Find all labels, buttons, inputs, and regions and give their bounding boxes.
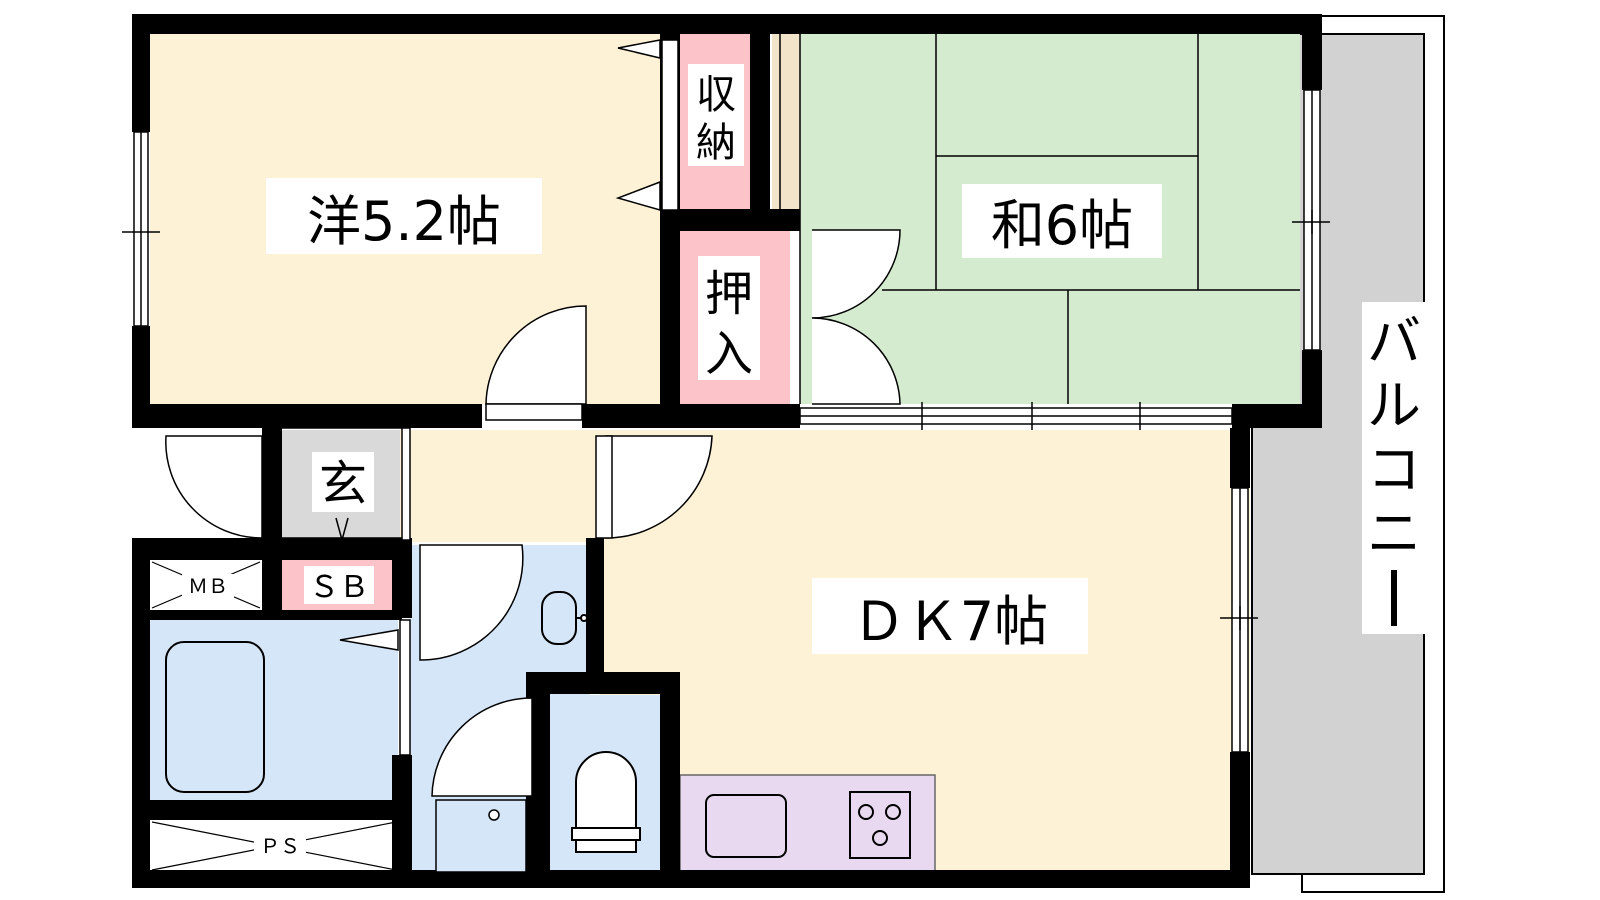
balcony-label-char-hidden: ー xyxy=(1394,623,1395,625)
balcony-label-char: コ xyxy=(1367,438,1421,501)
pipe-space-label: ＰＳ xyxy=(260,834,300,858)
bathtub-icon xyxy=(165,641,265,793)
washing-machine-space xyxy=(435,799,527,873)
window-icon xyxy=(1292,89,1330,351)
tatami-lines xyxy=(779,34,1300,404)
japanese-label-bg xyxy=(962,184,1162,258)
japanese-room-label: 和6帖 xyxy=(991,194,1133,257)
western-label-bg xyxy=(266,178,542,254)
balcony-label-char: バ xyxy=(1367,310,1421,373)
dk-label: ＤＫ7帖 xyxy=(852,590,1048,653)
sink-icon xyxy=(705,794,787,858)
closet-label-bottom: 入 xyxy=(705,326,753,382)
door-swing-icon xyxy=(165,229,901,797)
balcony-label-long-mark xyxy=(1391,570,1397,626)
sliding-door xyxy=(799,402,1233,430)
window-icon xyxy=(1220,487,1258,753)
entrance-label-bg xyxy=(312,452,374,512)
storage-label-top: 収 xyxy=(696,72,736,118)
pipe-space-label-bg xyxy=(254,834,306,858)
folding-door xyxy=(615,39,679,211)
bathroom-floor xyxy=(150,615,398,805)
balcony-label-char: ル xyxy=(1367,374,1421,437)
stove-icon xyxy=(849,791,911,859)
closet-label-top: 押 xyxy=(705,266,753,322)
shoe-box-label: ＳＢ xyxy=(309,570,369,605)
toilet-icon xyxy=(571,751,641,853)
western-room-label: 洋5.2帖 xyxy=(307,190,501,253)
meter-box-label-bg xyxy=(182,574,234,598)
folding-door xyxy=(339,619,411,756)
storage-label-bottom: 納 xyxy=(696,120,736,166)
washbasin-icon xyxy=(541,591,588,645)
entrance-step xyxy=(282,427,411,543)
balcony-label-char: ニ xyxy=(1367,502,1421,565)
window-icon xyxy=(122,131,160,327)
entrance-label: 玄 xyxy=(319,456,367,512)
meter-box-label: ＭＢ xyxy=(188,574,228,598)
tatami-edge-strip xyxy=(772,34,800,209)
storage-label-bg xyxy=(688,64,744,166)
dk-label-bg xyxy=(812,578,1088,654)
shoe-box-label-bg xyxy=(304,566,374,604)
closet-label-bg xyxy=(698,256,760,380)
